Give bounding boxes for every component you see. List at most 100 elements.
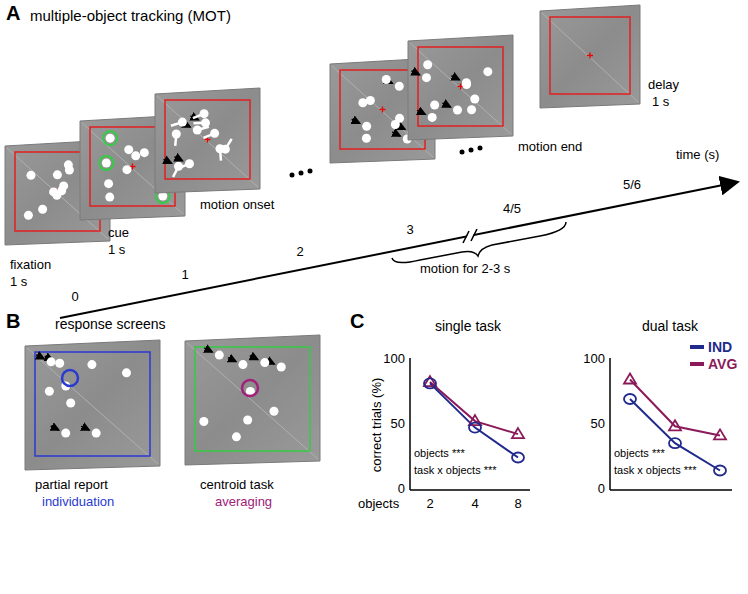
object-dot <box>185 159 194 168</box>
screen-panel <box>540 5 640 108</box>
ellipsis-dot <box>469 148 474 153</box>
label-text: 4 <box>471 497 478 512</box>
object-dot <box>47 357 56 366</box>
label-text: 3 <box>406 223 413 238</box>
label-text: cue <box>108 226 129 241</box>
label-text: response screens <box>55 316 166 332</box>
label-text: 1 s <box>652 95 669 110</box>
object-dot <box>422 73 431 82</box>
object-dot <box>462 80 471 89</box>
object-dot <box>210 129 219 138</box>
y-axis <box>409 358 411 490</box>
object-dot <box>362 134 371 143</box>
axis-break <box>463 231 469 243</box>
label-text: motion for 2-3 s <box>420 262 510 277</box>
cue-ring <box>103 131 117 145</box>
screen-shade <box>410 43 511 134</box>
ind-marker <box>512 453 524 463</box>
object-dot <box>61 429 70 438</box>
label-text: motion onset <box>200 198 274 213</box>
object-dot <box>102 158 111 167</box>
object-dot <box>122 165 131 174</box>
screen-frame <box>418 47 503 126</box>
object-dot <box>45 387 54 396</box>
label-text: 1 s <box>108 243 125 258</box>
target-arrow <box>411 71 419 75</box>
screen <box>408 35 513 140</box>
target-arrow <box>250 356 258 360</box>
object-dot <box>358 98 367 107</box>
avg-line <box>630 380 720 436</box>
object-dot <box>24 211 33 220</box>
object-dot <box>49 187 58 196</box>
legend-swatch <box>690 362 704 366</box>
label-text: B <box>6 310 20 333</box>
probe-ring <box>62 370 78 386</box>
screen-panel <box>408 35 513 140</box>
object-dot <box>199 417 208 426</box>
object-dot <box>172 129 181 138</box>
label-text: 0 <box>398 482 405 497</box>
brace <box>392 222 566 263</box>
object-dot <box>53 170 62 179</box>
object-dot <box>238 360 247 369</box>
ellipsis-dot <box>478 146 483 151</box>
ind-marker <box>624 394 636 404</box>
object-dot <box>453 105 462 114</box>
label-text: single task <box>435 318 501 334</box>
label-text: dual task <box>642 318 698 334</box>
object-dot <box>423 60 432 69</box>
label-text: individuation <box>42 495 114 510</box>
ellipsis-dot <box>460 150 465 155</box>
avg-marker <box>512 428 524 438</box>
target-arrow <box>51 426 59 430</box>
legend-text: IND <box>708 339 732 355</box>
object-dot <box>178 118 187 127</box>
object-dot <box>200 109 209 118</box>
object-dot <box>430 100 439 109</box>
label-text: fixation <box>10 258 51 273</box>
label-text: 50 <box>391 417 405 432</box>
target-arrow <box>451 76 459 80</box>
fixation-cross <box>589 53 590 59</box>
object-dot <box>232 432 241 441</box>
target-arrow <box>417 110 425 114</box>
legend: INDAVG <box>690 338 737 372</box>
ind-marker <box>714 466 726 476</box>
target-arrow <box>204 348 212 352</box>
avg-marker <box>669 420 681 430</box>
label-text: 8 <box>514 497 521 512</box>
screen-frame <box>165 100 250 179</box>
object-dot <box>483 67 492 76</box>
label-text: task x objects *** <box>414 464 497 477</box>
label-text: objects *** <box>614 447 665 460</box>
legend-row: AVG <box>690 355 737 372</box>
object-dot <box>66 398 75 407</box>
legend-text: AVG <box>708 356 737 372</box>
screen-panel <box>155 88 260 193</box>
object-dot <box>106 134 115 143</box>
label-text: centroid task <box>200 478 274 493</box>
object-dot <box>269 407 278 416</box>
target-arrow <box>442 103 450 107</box>
object-dot <box>55 359 64 368</box>
ind-marker <box>469 423 481 433</box>
label-text: 100 <box>583 352 605 367</box>
screen <box>25 340 160 470</box>
label-text: delay <box>648 78 679 93</box>
avg-marker <box>624 374 636 384</box>
screen-frame <box>35 352 150 456</box>
ind-line <box>430 383 518 457</box>
screen <box>185 335 320 465</box>
object-dot <box>105 193 114 202</box>
screen-frame <box>195 347 310 451</box>
ellipsis-dot <box>299 171 304 176</box>
object-dot <box>122 368 131 377</box>
label-text: time (s) <box>676 148 719 163</box>
target-arrow <box>228 358 236 362</box>
object-dot <box>215 351 224 360</box>
object-dot <box>215 144 224 153</box>
object-dot <box>260 358 269 367</box>
label-text: motion end <box>518 140 582 155</box>
ellipsis-dot <box>290 173 295 178</box>
